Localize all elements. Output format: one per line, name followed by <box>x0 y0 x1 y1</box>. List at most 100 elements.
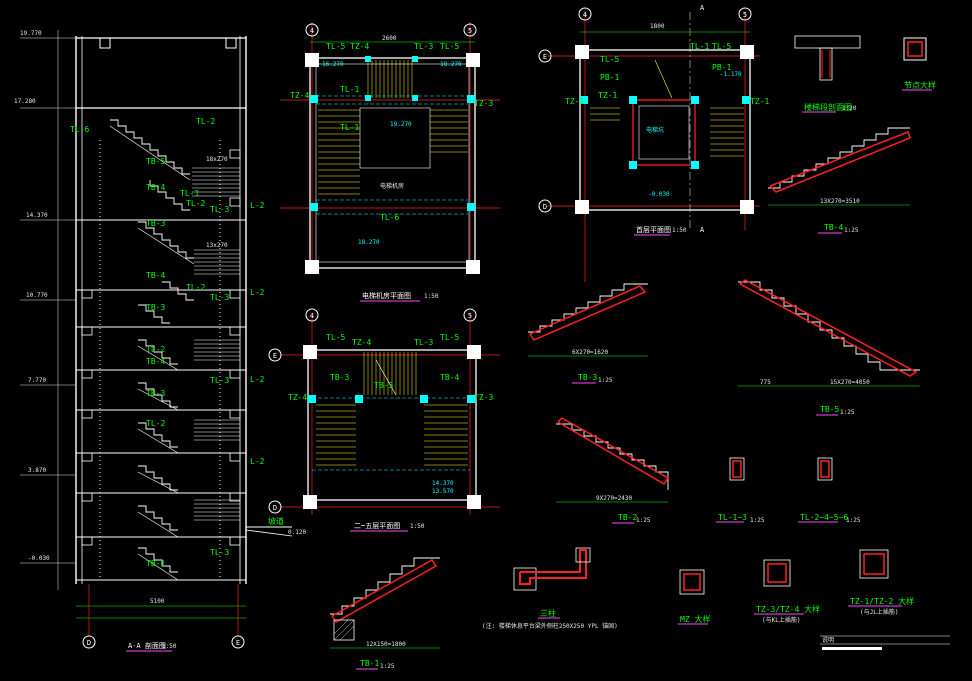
mr-dim: 2600 <box>382 35 397 42</box>
tp-label: TZ-3 <box>474 393 493 402</box>
column-top-title: 节点大样 <box>904 80 936 90</box>
tb1-detail: 12X150=1800 TB-1 1:25 <box>330 557 440 670</box>
tp-elev: 14.370 <box>432 480 454 487</box>
mr-axis-4: 4 <box>310 27 314 35</box>
gp-label: TZ-1 <box>598 91 617 100</box>
tb3-dim: 6X270=1620 <box>572 349 609 356</box>
section-beam-label: TB-3 <box>146 303 165 312</box>
tb2-dim: 9X270=2430 <box>596 495 633 502</box>
tb2-title: TB-2 <box>618 513 637 522</box>
gp-elev: -0.030 <box>648 191 670 198</box>
mr-elev: 19.270 <box>390 121 412 128</box>
gp-axis-d: D <box>543 203 547 211</box>
mr-elev: 18.270 <box>440 61 462 68</box>
gp-label: TZ-1 <box>750 97 769 106</box>
section-elev-1: 19.770 <box>20 30 42 37</box>
section-side-mark: L-2 <box>250 201 265 210</box>
section-beam-label: TB-4 <box>146 357 165 366</box>
tz3-title: TZ-3/TZ-4 大样 <box>756 604 820 614</box>
section-side-mark: L-2 <box>250 288 265 297</box>
section-beam-label: TL-3 <box>210 376 229 385</box>
sanzhu-note: (注: 楼梯休息平台梁外侧柱250X250 YPL 锚固) <box>482 622 618 630</box>
tb5-dim-left: 775 <box>760 379 771 386</box>
sanzhu-detail: 三柱 (注: 楼梯休息平台梁外侧柱250X250 YPL 锚固) <box>482 547 618 630</box>
tb4-detail: 13X270=3510 TB-4 1:25 <box>768 127 911 234</box>
mr-scale: 1:50 <box>424 293 439 300</box>
section-beam-label: TL-3 <box>210 548 229 557</box>
mr-label: TL-5 <box>326 42 345 51</box>
tp-title: 二~五层平面图 <box>354 522 400 530</box>
gp-label: PB-1 <box>712 63 731 72</box>
mr-label: TZ-4 <box>290 91 309 100</box>
tl13-title: TL-1~3 <box>718 513 747 522</box>
typical-floor-plan: 4 5 E D TL-5 TZ-4 TL-3 TL-5 TZ-4 TZ-3 TB… <box>268 308 500 532</box>
mr-label: TL-6 <box>380 213 399 222</box>
gp-axis-e: E <box>543 53 547 61</box>
section-beam-label: TL-3 <box>210 205 229 214</box>
gp-label: PB-1 <box>600 73 619 82</box>
mr-label: TL-5 <box>440 42 459 51</box>
mr-room-label: 电梯机房 <box>380 182 404 190</box>
tp-label: TB-3 <box>330 373 349 382</box>
tz1-sub: (与JL上插筋) <box>860 608 898 616</box>
section-step-label: 18x270 <box>206 156 228 163</box>
section-side-mark: L-2 <box>250 457 265 466</box>
gp-label: TL-5 <box>712 42 731 51</box>
gp-title: 首层平面图 <box>636 225 671 234</box>
gp-axis-4: 4 <box>583 11 587 19</box>
section-elev-6: 3.870 <box>28 467 46 474</box>
tp-axis-4: 4 <box>310 312 314 320</box>
ground-floor-plan: 4 5 E D A A TL-5 TL-1 TL-5 PB-1 PB-1 TZ-… <box>538 4 769 282</box>
section-beam-label: TL-2 <box>186 199 205 208</box>
section-dim-width: 5100 <box>150 598 165 605</box>
tp-label: TL-5 <box>440 333 459 342</box>
tl24-scale: 1:25 <box>846 517 861 524</box>
tp-elev: 13.570 <box>432 488 454 495</box>
tb4-scale: 1:25 <box>844 227 859 234</box>
mr-label: TL-1 <box>340 123 359 132</box>
gp-label: TL-5 <box>600 55 619 64</box>
section-ramp-label: 坡道 <box>268 516 284 526</box>
tb5-scale: 1:25 <box>840 409 855 416</box>
section-elev-2: 17.280 <box>14 98 36 105</box>
tp-label: TZ-4 <box>288 393 307 402</box>
tb1-dim: 12X150=1800 <box>366 641 406 648</box>
tb4-title: TB-4 <box>824 223 843 232</box>
section-beam-label: TL-3 <box>210 293 229 302</box>
tb5-title: TB-5 <box>820 405 839 414</box>
tb4-dim: 13X270=3510 <box>820 198 860 205</box>
tp-label: TZ-4 <box>352 338 371 347</box>
tp-label: TB-4 <box>440 373 459 382</box>
section-beam-label: TB-4 <box>146 183 165 192</box>
top-right-details: 楼梯段剖面图 1:20 节点大样 <box>794 35 936 113</box>
machine-room-plan: 4 5 TL-5 TZ-4 TL-3 <box>280 22 500 302</box>
tb2-detail: 9X270=2430 TB-2 1:25 <box>556 417 670 524</box>
tp-axis-5: 5 <box>468 312 472 320</box>
tb5-detail: 15X270=4050 775 TB-5 1:25 <box>738 279 920 416</box>
section-beam-label: TL-2 <box>186 283 205 292</box>
section-elev-7: -0.030 <box>28 555 50 562</box>
mz-title: MZ 大样 <box>680 614 710 624</box>
detail-top-scale: 1:20 <box>842 105 857 112</box>
gp-dim: 1800 <box>650 23 665 30</box>
section-title: A-A 剖面图 <box>128 641 166 650</box>
mr-label: TZ-3 <box>474 99 493 108</box>
tp-label: TL-5 <box>326 333 345 342</box>
section-beam-label: TL-2 <box>196 117 215 126</box>
tb3-title: TB-3 <box>578 373 597 382</box>
mr-elev: 16.270 <box>322 61 344 68</box>
mr-label: TL-3 <box>414 42 433 51</box>
section-elev-5: 7.770 <box>28 377 46 384</box>
section-elev-3: 14.370 <box>26 212 48 219</box>
section-beam-label: TB-5 <box>146 157 165 166</box>
tz1-title: TZ-1/TZ-2 大样 <box>850 596 914 606</box>
gp-axis-5: 5 <box>743 11 747 19</box>
section-axis-e: E <box>236 639 240 647</box>
mr-axis-5: 5 <box>468 27 472 35</box>
section-beam-label: TL-2 <box>146 419 165 428</box>
gp-scale: 1:50 <box>672 227 687 234</box>
section-view: D E 5100 A-A 剖面图 1:50 19.770 17.280 14.3… <box>14 30 306 652</box>
section-axis-d: D <box>87 639 91 647</box>
section-beam-label: TB-1 <box>146 559 165 568</box>
